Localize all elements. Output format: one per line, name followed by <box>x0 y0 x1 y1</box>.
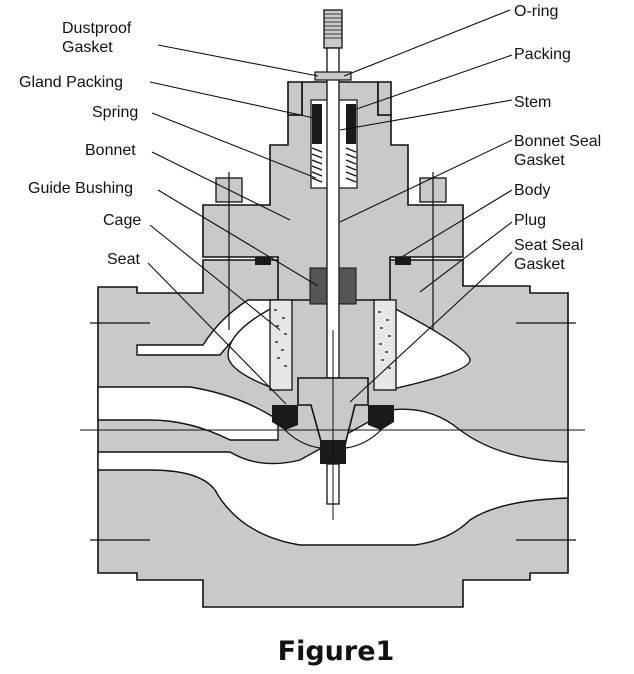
label-bonnet-seal-gasket-1: Bonnet Seal <box>514 133 601 150</box>
label-gland-packing: Gland Packing <box>19 74 123 91</box>
label-seat: Seat <box>107 251 140 268</box>
label-plug: Plug <box>514 212 546 229</box>
label-stem: Stem <box>514 94 551 111</box>
label-packing: Packing <box>514 46 571 63</box>
label-cage: Cage <box>103 212 141 229</box>
label-body: Body <box>514 182 550 199</box>
cage <box>269 299 397 391</box>
figure-caption: Figure1 <box>278 636 395 667</box>
label-o-ring: O-ring <box>514 3 558 20</box>
seat-right <box>368 405 394 430</box>
guide-bushing <box>309 267 357 305</box>
leader-lines <box>147 9 513 405</box>
label-dustproof-gasket-1: Dustproof <box>62 20 132 37</box>
label-guide-bushing: Guide Bushing <box>28 180 133 197</box>
label-seat-seal-gasket-2: Gasket <box>514 256 565 273</box>
label-bonnet-seal-gasket-2: Gasket <box>514 152 565 169</box>
seat-left <box>272 405 298 430</box>
label-seat-seal-gasket-1: Seat Seal <box>514 237 583 254</box>
packing-left <box>312 104 322 144</box>
label-spring: Spring <box>92 104 138 121</box>
spring <box>311 147 357 183</box>
stem <box>314 9 352 379</box>
packing-right <box>346 104 356 144</box>
label-dustproof-gasket-2: Gasket <box>62 39 113 56</box>
label-bonnet: Bonnet <box>85 142 136 159</box>
